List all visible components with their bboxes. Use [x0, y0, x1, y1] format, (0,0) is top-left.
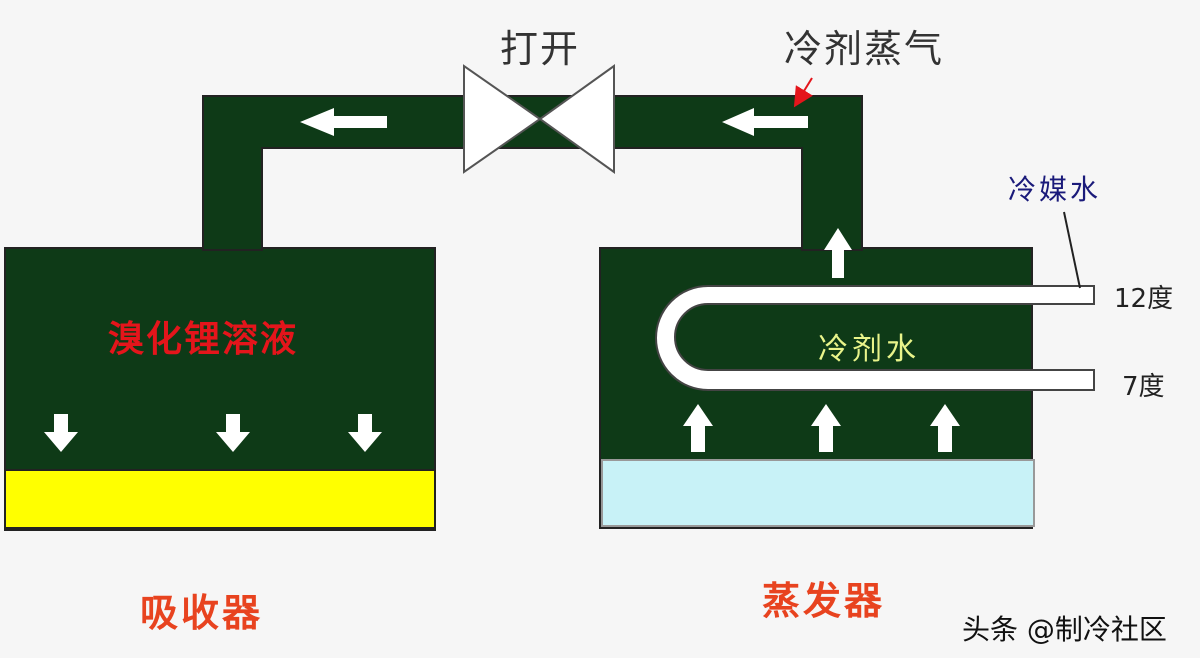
flow-arrow-icon: [44, 414, 78, 452]
outlet-temperature-label: 7度: [1122, 372, 1165, 402]
vapor-pipe: [202, 95, 863, 251]
evaporator-label: 蒸发器: [762, 579, 886, 623]
flow-arrow-icon: [300, 108, 387, 136]
flow-arrow-icon: [216, 414, 250, 452]
pointer-arrow-icon: [793, 77, 813, 108]
vapor-label: 冷剂蒸气: [784, 27, 945, 71]
flow-arrow-icon: [348, 414, 382, 452]
chilled-water-tube: [655, 285, 1095, 391]
flow-arrow-icon: [824, 228, 852, 278]
refrigerant-water-label: 冷剂水: [818, 332, 920, 367]
pointer-line: [1063, 211, 1081, 289]
chilled-water-label: 冷媒水: [1008, 173, 1102, 206]
absorber-label: 吸收器: [140, 591, 264, 635]
valve-label: 打开: [500, 27, 581, 71]
valve-icon: [463, 64, 615, 174]
flow-arrow-icon: [930, 404, 960, 452]
absorber-vessel: [4, 247, 436, 531]
inlet-temperature-label: 12度: [1114, 284, 1174, 314]
flow-arrow-icon: [683, 404, 713, 452]
flow-arrow-icon: [811, 404, 841, 452]
absorbent-layer: [4, 469, 436, 529]
watermark: 头条 @制冷社区: [962, 613, 1167, 646]
flow-arrow-icon: [722, 108, 808, 136]
water-layer: [601, 459, 1035, 527]
solution-label: 溴化锂溶液: [108, 319, 299, 360]
